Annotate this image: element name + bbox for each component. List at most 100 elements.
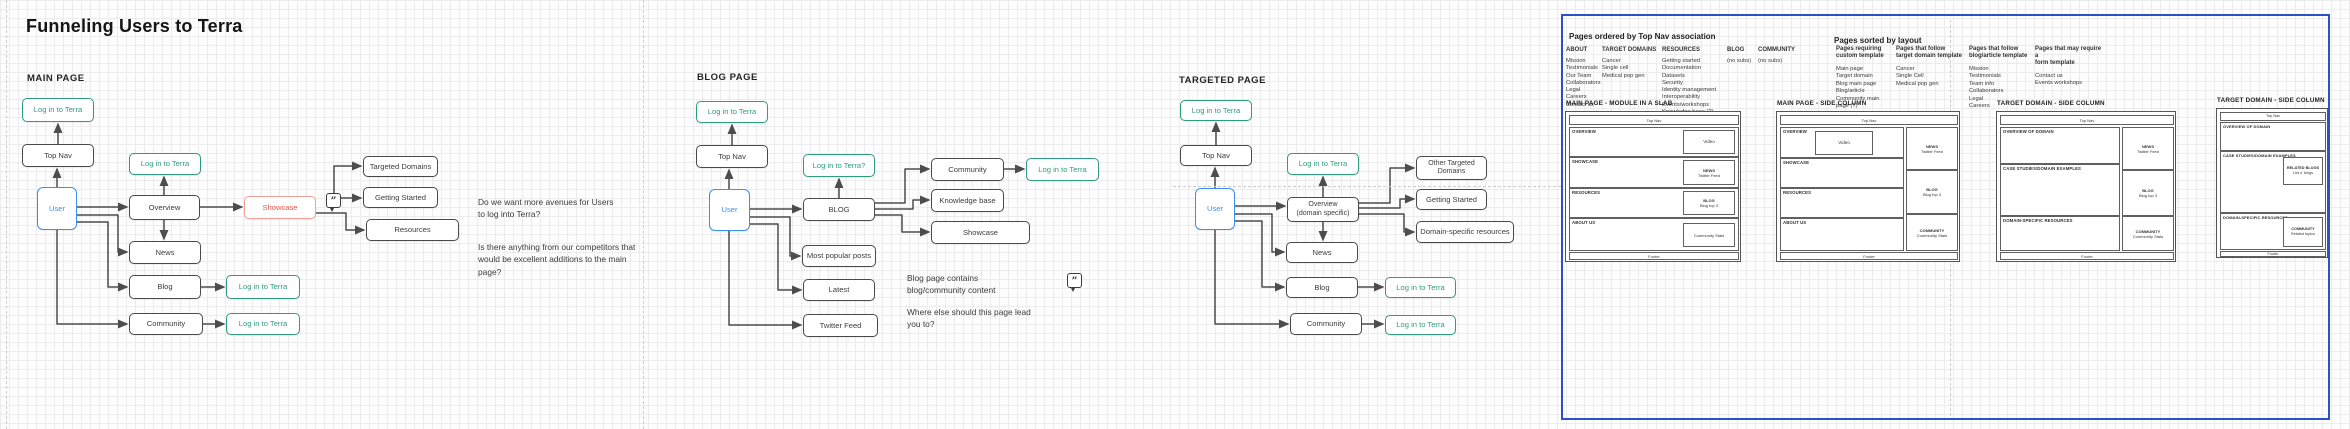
flow-node-m10[interactable]: Community <box>129 313 203 335</box>
flow-node-t5[interactable]: Overview(domain specific) <box>1287 197 1359 222</box>
wireframe-text: COMMUNITY <box>1919 227 1945 233</box>
flow-node-label: Resources <box>394 225 431 235</box>
flow-node-m3[interactable]: User <box>37 187 77 230</box>
flow-node-label: Log in to Terra <box>707 107 757 117</box>
flow-node-label: Community <box>1306 319 1346 329</box>
flow-node-m9[interactable]: Log in to Terra <box>226 275 300 299</box>
flow-arrow <box>333 161 363 193</box>
wireframe-title: MAIN PAGE - MODULE IN A SLAB <box>1566 100 1673 107</box>
flow-node-b4[interactable]: Log in to Terra? <box>803 154 875 177</box>
flow-node-m14[interactable]: Resources <box>366 219 459 241</box>
wireframe-text: Top Nav <box>2079 117 2095 123</box>
wireframe-section-label: CASE STUDIES/DOMAIN EXAMPLES <box>2003 166 2082 171</box>
flow-node-b11[interactable]: Knowledge base <box>931 189 1004 212</box>
comment-icon[interactable]: ” <box>326 193 341 212</box>
flow-node-m13[interactable]: Getting Started <box>363 187 438 208</box>
panel-list-item: Cancer <box>1602 58 1621 64</box>
comment-icon[interactable]: ” <box>1067 273 1082 292</box>
flow-node-label: Other Targeted <box>1428 159 1475 167</box>
flow-node-label: Log in to Terra <box>140 159 190 169</box>
flow-node-t3[interactable]: User <box>1195 188 1235 230</box>
panel-list-item: Single Cell <box>1896 73 1924 80</box>
flow-node-b6[interactable]: Most popular posts <box>802 245 876 267</box>
flow-arrow <box>875 195 931 210</box>
flow-node-m2[interactable]: Top Nav <box>22 144 94 167</box>
flow-node-m8[interactable]: Blog <box>129 275 201 299</box>
flow-node-b1[interactable]: Log in to Terra <box>696 101 768 123</box>
flow-node-t2[interactable]: Top Nav <box>1180 145 1252 166</box>
flow-arrow <box>1235 220 1286 292</box>
flow-node-t9[interactable]: News <box>1286 242 1358 263</box>
flow-node-label: Latest <box>828 285 850 295</box>
flow-node-m1[interactable]: Log in to Terra <box>22 98 94 122</box>
layout-panel-frame[interactable]: Pages ordered by Top Nav association Pag… <box>1561 14 2330 420</box>
flow-node-b2[interactable]: Top Nav <box>696 145 768 168</box>
flow-node-m12[interactable]: Targeted Domains <box>363 156 438 177</box>
wireframe-text: Video <box>1838 140 1850 146</box>
wireframe-text: Blog top 3 <box>1922 192 1941 197</box>
flow-node-b5[interactable]: BLOG <box>803 198 875 221</box>
frame-divider <box>6 0 7 429</box>
flow-node-t13[interactable]: Log in to Terra <box>1385 315 1456 335</box>
note-line: would be excellent additions to the main <box>478 254 627 265</box>
flow-node-b9[interactable]: Community <box>931 158 1004 181</box>
flow-node-t12[interactable]: Community <box>1290 313 1362 335</box>
panel-list-item: Testimonials <box>1566 65 1598 72</box>
note-line: to log into Terra? <box>478 209 541 220</box>
flow-node-m7[interactable]: News <box>129 241 201 264</box>
wireframe-text: Top Nav <box>1646 117 1662 123</box>
wireframe-text: BLOG <box>1926 187 1938 192</box>
flow-node-t8[interactable]: Domain-specific resources <box>1416 221 1514 243</box>
flow-node-label: Top Nav <box>44 150 72 160</box>
flow-node-m4[interactable]: Log in to Terra <box>129 153 201 175</box>
layout-column-header: Pages requiring custom template <box>1836 46 1884 59</box>
flow-node-t1[interactable]: Log in to Terra <box>1180 100 1252 121</box>
flow-node-t7[interactable]: Getting Started <box>1416 189 1487 210</box>
flow-node-b3[interactable]: User <box>709 189 750 231</box>
flow-arrow <box>316 212 366 235</box>
flow-node-b8[interactable]: Twitter Feed <box>803 314 878 337</box>
flow-node-b10[interactable]: Log in to Terra <box>1026 158 1099 181</box>
flow-node-label: Targeted Domains <box>369 161 432 171</box>
section-title: MAIN PAGE <box>27 73 85 84</box>
flow-node-t11[interactable]: Log in to Terra <box>1385 277 1456 298</box>
flow-node-m11[interactable]: Log in to Terra <box>226 313 300 335</box>
flow-node-label: Showcase <box>962 227 999 237</box>
wireframe-text: Top Nav <box>2266 114 2280 119</box>
flow-node-b7[interactable]: Latest <box>803 279 875 301</box>
flow-node-t10[interactable]: Blog <box>1286 277 1358 298</box>
wireframe-section-label: OVERVIEW <box>1572 129 1596 134</box>
flow-node-b12[interactable]: Showcase <box>931 221 1030 244</box>
layout-column: Pages that follow target domain template… <box>1896 46 1966 88</box>
panel-list-item: Careers <box>1566 94 1587 101</box>
panel-list-item: Single cell <box>1602 65 1629 72</box>
layout-column-header: Pages that follow target domain template <box>1896 46 1963 59</box>
wireframe-box: Video <box>1683 130 1735 154</box>
flow-node-label: Log in to Terra <box>238 319 288 329</box>
flow-node-m6[interactable]: Showcase <box>244 196 316 219</box>
flow-node-label: BLOG <box>828 204 850 214</box>
flow-node-t4[interactable]: Log in to Terra <box>1287 153 1359 175</box>
flow-arrow <box>1359 194 1416 209</box>
panel-list-item: Legal <box>1969 95 1984 102</box>
panel-list-item: Contact us <box>2035 73 2063 79</box>
wireframe-box: Video <box>1815 131 1873 155</box>
panel-list-item: Events workshops <box>2035 80 2083 87</box>
nav-column-items: (no subs) <box>1727 58 1797 65</box>
flow-node-m5[interactable]: Overview <box>129 195 200 220</box>
panel-list-item: Collaborators <box>1566 79 1601 86</box>
nav-column-items: (no subs) <box>1758 58 1828 65</box>
